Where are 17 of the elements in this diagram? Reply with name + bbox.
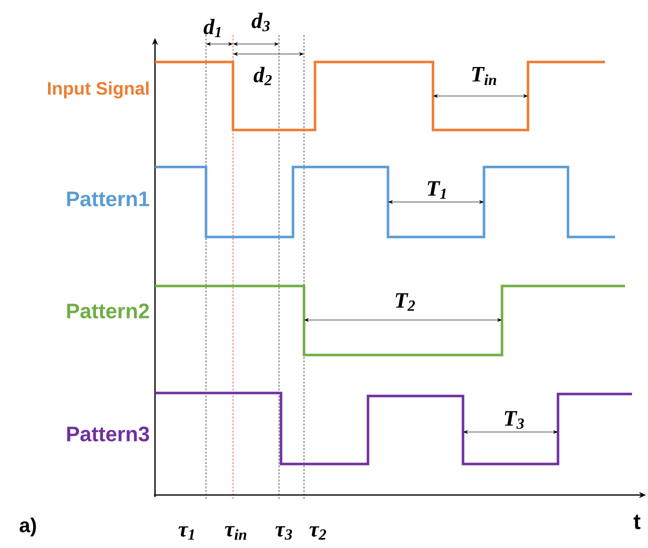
dimension-label: d$_{3}$: [252, 12, 270, 32]
signal-name: Pattern3: [67, 426, 150, 442]
dimension-label: d$_{2}$: [254, 66, 272, 86]
dimension-label: T$_{2}$: [396, 293, 415, 311]
dimension-label: T$_{1}$: [428, 181, 446, 199]
time-marker-label: τ$_{in}$: [224, 526, 246, 540]
dimension-label: d$_{1}$: [204, 18, 221, 38]
time-marker-label: τ$_{3}$: [275, 526, 292, 540]
dimension-label: T$_{3}$: [504, 411, 524, 429]
signal-name: Pattern1: [67, 192, 150, 206]
signal-name: Input Signal: [48, 82, 149, 98]
panel-label: a): [20, 518, 36, 536]
time-marker-label: τ$_{2}$: [309, 526, 326, 540]
time-marker-label: τ$_{1}$: [178, 526, 194, 540]
signal-name: Pattern2: [67, 304, 149, 318]
dimension-label: T$_{in}$: [472, 67, 496, 85]
axis-label: t: [634, 514, 640, 530]
